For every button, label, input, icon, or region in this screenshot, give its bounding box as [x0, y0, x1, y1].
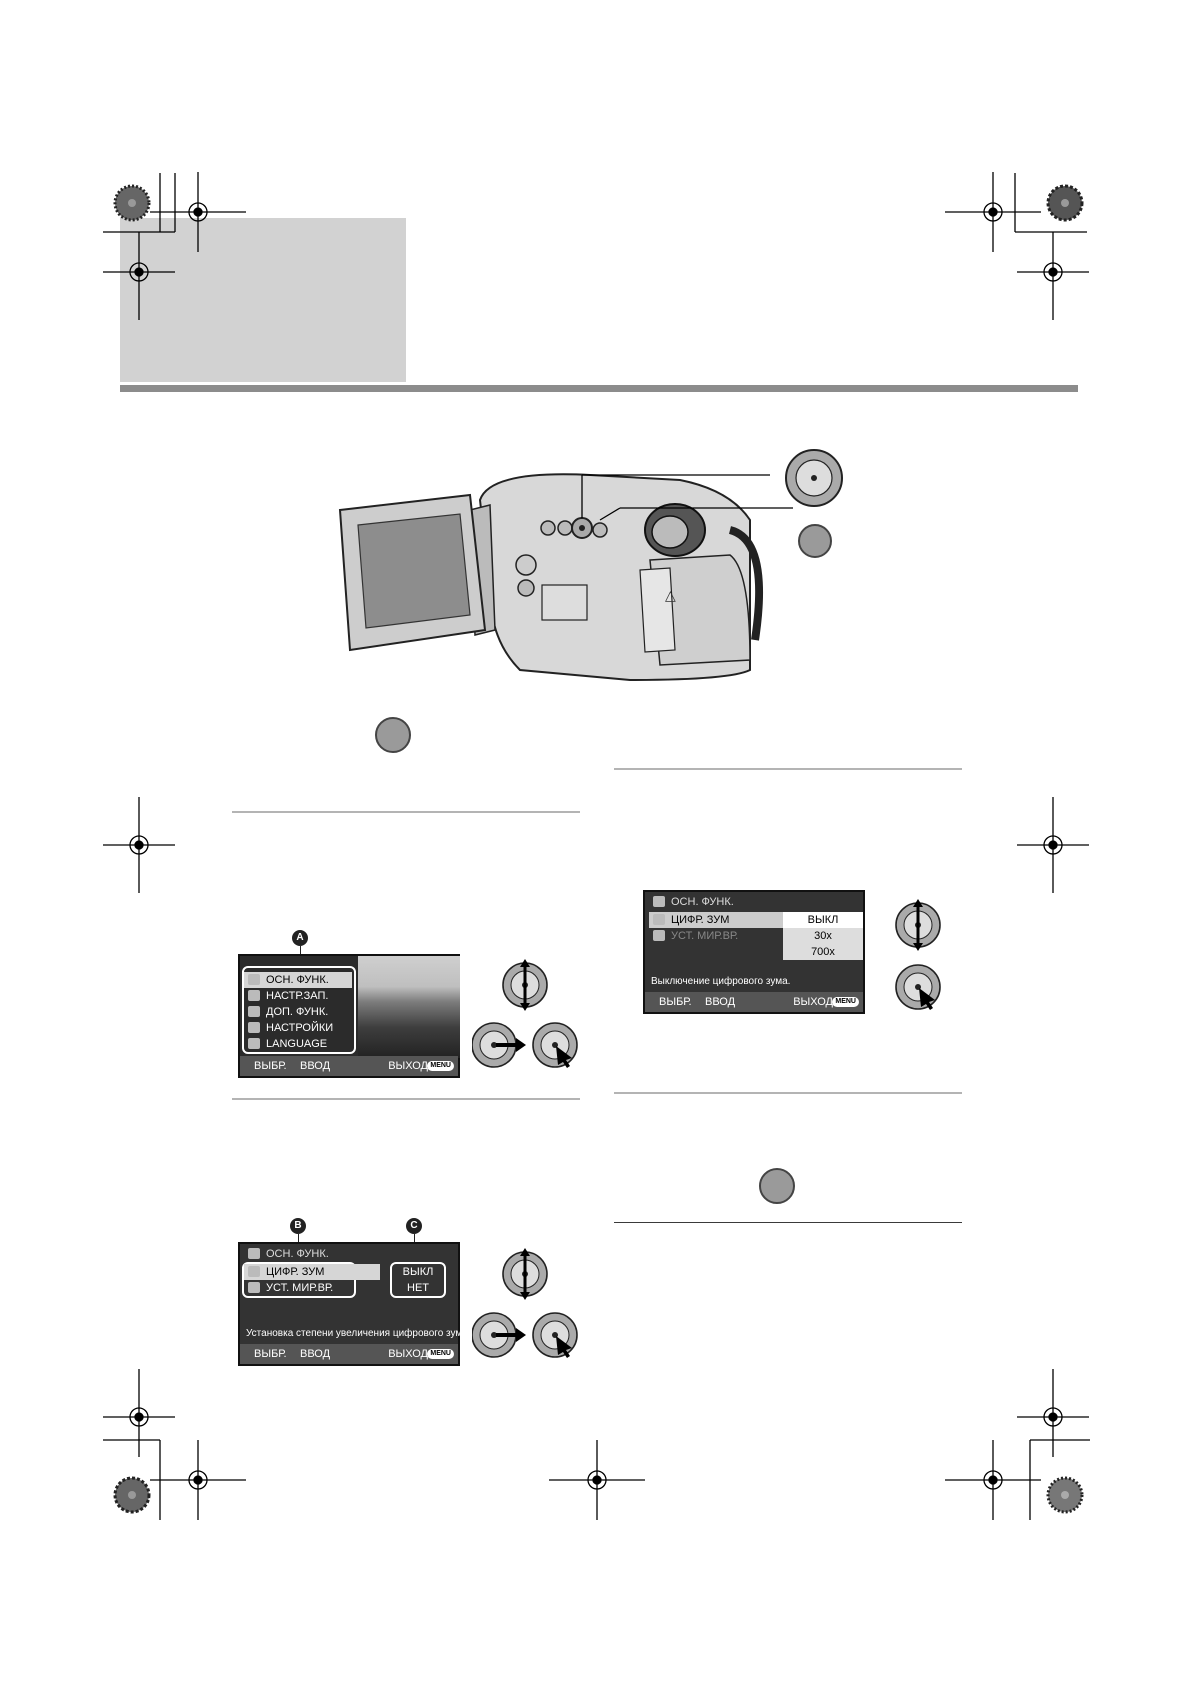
menu-badge: MENU: [832, 997, 859, 1007]
joystick-up-down-icon: [895, 899, 941, 951]
exit-label: ВЫХОД: [388, 1060, 428, 1072]
joystick-right-icon: [472, 1022, 526, 1068]
menu-item-language[interactable]: LANGUAGE: [244, 1036, 327, 1052]
menu-item-advanced[interactable]: ДОП. ФУНК.: [244, 1004, 328, 1020]
menu-item-label: LANGUAGE: [266, 1038, 328, 1050]
submenu-item-digital-zoom[interactable]: ЦИФР. ЗУМ: [649, 912, 785, 928]
wrench-icon: [248, 974, 260, 985]
select-label: ВЫБР.: [254, 1060, 287, 1072]
setup-icon: [248, 1022, 260, 1033]
exit-label: ВЫХОД: [388, 1348, 428, 1360]
joystick-up-down-icon: [502, 1248, 548, 1300]
header-gray-box: [120, 218, 406, 382]
section-rule-right-1: [614, 768, 962, 770]
enter-label: ВВОД: [705, 996, 736, 1008]
menu-item-basic[interactable]: ОСН. ФУНК.: [244, 972, 352, 988]
enter-label: ВВОД: [300, 1348, 331, 1360]
exit-label: ВЫХОД: [793, 996, 833, 1008]
advanced-icon: [248, 1006, 260, 1017]
zoom-option-700x[interactable]: 700x: [783, 944, 863, 960]
zoom-icon: [248, 1266, 260, 1277]
zoom-option-off[interactable]: ВЫКЛ: [783, 912, 863, 928]
enter-label: ВВОД: [300, 1060, 331, 1072]
menu-bottom-bar: ВЫБР. ВВОД ВЫХОД MENU: [240, 1056, 458, 1076]
joystick-press-icon: [895, 964, 941, 1010]
language-icon: [248, 1038, 260, 1049]
globe-icon: [653, 930, 665, 941]
menu-list-frame: [242, 966, 356, 1054]
wrench-icon: [248, 1248, 260, 1259]
menu-item-rec-settings[interactable]: НАСТР.ЗАП.: [244, 988, 328, 1004]
section-rule-left-1: [232, 811, 580, 813]
select-label: ВЫБР.: [254, 1348, 287, 1360]
menu-screen-2: ОСН. ФУНК. ЦИФР. ЗУМ УСТ. МИР.ВР. ВЫКЛ Н…: [238, 1242, 463, 1366]
globe-icon: [248, 1282, 260, 1293]
joystick-press-icon: [532, 1312, 578, 1358]
submenu-item-world-time[interactable]: УСТ. МИР.ВР.: [649, 928, 757, 944]
description-text: Выключение цифрового зума.: [651, 976, 791, 987]
description-text: Установка степени увеличения цифрового з…: [246, 1328, 463, 1339]
menu-item-label: ДОП. ФУНК.: [266, 1006, 329, 1018]
menu-item-label: НАСТР.ЗАП.: [266, 990, 329, 1002]
section-rule-right-2: [614, 1092, 962, 1094]
label-c-leader: [414, 1234, 415, 1248]
zoom-option-30x[interactable]: 30x: [783, 928, 863, 944]
menu-bottom-bar: ВЫБР. ВВОД ВЫХОД MENU: [645, 992, 863, 1012]
menu-screen-3: ОСН. ФУНК. ЦИФР. ЗУМ УСТ. МИР.ВР. ВЫКЛ 3…: [643, 890, 865, 1014]
menu-badge: MENU: [427, 1061, 454, 1071]
joystick-press-icon: [532, 1022, 578, 1068]
triangle-mark: △: [665, 587, 676, 603]
menu-button-callout-icon: [798, 524, 832, 558]
value-off: ВЫКЛ: [402, 1266, 434, 1278]
label-b-leader: [298, 1234, 299, 1248]
camcorder-illustration: △: [338, 473, 793, 682]
camera-icon: [248, 990, 260, 1001]
wrench-icon: [653, 896, 665, 907]
menu-item-setup[interactable]: НАСТРОЙКИ: [244, 1020, 333, 1036]
submenu-values-frame: [390, 1262, 446, 1298]
zoom-icon: [653, 914, 665, 925]
menu-button-icon: [375, 717, 411, 753]
submenu-title: ОСН. ФУНК.: [244, 1246, 329, 1262]
menu-badge: MENU: [427, 1349, 454, 1359]
menu-item-label: НАСТРОЙКИ: [266, 1022, 334, 1034]
submenu-item-digital-zoom[interactable]: ЦИФР. ЗУМ: [244, 1264, 380, 1280]
section-rule-left-2: [232, 1098, 580, 1100]
label-b: B: [290, 1218, 306, 1234]
menu-screen-1: ОСН. ФУНК. НАСТР.ЗАП. ДОП. ФУНК. НАСТРОЙ…: [238, 954, 460, 1078]
label-c: C: [406, 1218, 422, 1234]
zoom-options-list: ВЫКЛ 30x 700x: [783, 912, 863, 960]
menu-item-label: ОСН. ФУНК.: [266, 974, 329, 986]
submenu-item-world-time[interactable]: УСТ. МИР.ВР.: [244, 1280, 352, 1296]
menu-bottom-bar: ВЫБР. ВВОД ВЫХОД MENU: [240, 1344, 458, 1364]
submenu-title: ОСН. ФУНК.: [649, 894, 734, 910]
header-rule: [120, 385, 1078, 392]
joystick-callout-icon: [785, 449, 843, 507]
label-a: A: [292, 930, 308, 946]
joystick-up-down-icon: [502, 959, 548, 1011]
value-no: НЕТ: [407, 1282, 429, 1294]
submenu-items-frame: [242, 1262, 356, 1298]
section-rule-right-3: [614, 1222, 962, 1223]
select-label: ВЫБР.: [659, 996, 692, 1008]
joystick-right-icon: [472, 1312, 526, 1358]
landscape-photo: [358, 956, 460, 1058]
menu-button-icon: [759, 1168, 795, 1204]
